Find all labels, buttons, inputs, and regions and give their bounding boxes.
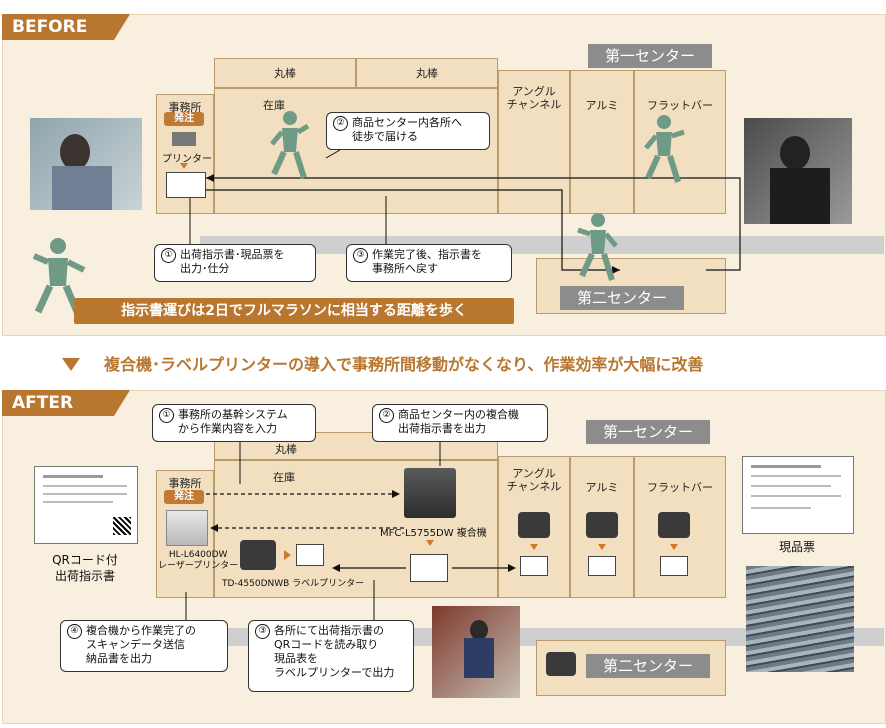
before-photo-warehouse-worker (744, 118, 852, 224)
before-printer-icon (172, 132, 196, 146)
before-bay-marubou-1-label: 丸棒 (274, 67, 296, 80)
before-callout-3: ③ 作業完了後、指示書を 事務所へ戻す (346, 244, 512, 282)
after-order-badge: 発注 (164, 490, 204, 504)
before-callout-2-text: 商品センター内各所へ 徒歩で届ける (352, 116, 462, 143)
after-bay-arrow-angle-icon (530, 544, 538, 550)
after-mfp-label: MFC-L5755DW 複合機 (380, 528, 487, 539)
middle-banner-text: 複合機･ラベルプリンターの導入で事務所間移動がなくなり、作業効率が大幅に改善 (104, 355, 704, 374)
before-bay-marubou-2: 丸棒 (356, 58, 498, 88)
before-printer-arrow-icon (180, 163, 188, 169)
after-mfp-arrow-icon (426, 540, 434, 546)
before-worker-running-icon-1 (270, 111, 310, 179)
after-callout-4-number: ④ (67, 624, 82, 639)
after-callout-3: ③ 各所にて出荷指示書の QRコードを読み取り 現品表を ラベルプリンターで出力 (248, 620, 414, 692)
before-callout-3-number: ③ (353, 248, 368, 263)
after-callout-1-number: ① (159, 408, 174, 423)
before-callout-1: ① 出荷指示書･現品票を 出力･仕分 (154, 244, 316, 282)
after-label-printer-icon (240, 540, 276, 570)
before-banner: 指示書運びは2日でフルマラソンに相当する距離を歩く (74, 298, 514, 324)
before-callout-3-text: 作業完了後、指示書を 事務所へ戻す (372, 248, 482, 275)
after-bay-sheet-angle (520, 556, 548, 576)
after-callout-3-text: 各所にて出荷指示書の QRコードを読み取り 現品表を ラベルプリンターで出力 (274, 624, 395, 679)
before-photo-office-worker (30, 118, 142, 210)
after-laser-printer-icon (166, 510, 208, 546)
after-bay-alumi-label: アルミ (585, 481, 619, 494)
after-photo-worker-scanning (432, 606, 520, 698)
after-office-label: 事務所 (168, 477, 202, 490)
after-label-sheet (296, 544, 324, 566)
after-callout-2-text: 商品センター内の複合機 出荷指示書を出力 (398, 408, 519, 435)
before-bay-alumi-label: アルミ (585, 99, 619, 112)
after-bay-flatbar-label: フラットバー (647, 481, 713, 494)
after-callout-2-number: ② (379, 408, 394, 423)
after-callout-4-text: 複合機から作業完了の スキャンデータ送信 納品書を出力 (86, 624, 196, 665)
after-bay-printer-flatbar-icon (658, 512, 690, 538)
before-bay-marubou-2-label: 丸棒 (416, 67, 438, 80)
after-laser-printer-label: HL-L6400DW レーザープリンター (158, 550, 239, 571)
before-callout-2: ② 商品センター内各所へ 徒歩で届ける (326, 112, 490, 150)
after-tag: AFTER (2, 390, 130, 416)
after-genpin-document (742, 456, 854, 534)
after-bay-printer-angle-icon (518, 512, 550, 538)
after-callout-3-number: ③ (255, 624, 270, 639)
after-bay-sheet-flatbar (660, 556, 688, 576)
before-worker-running-icon-3 (577, 213, 618, 281)
before-worker-running-icon-2 (644, 115, 685, 183)
before-bay-zaiko: 在庫 (214, 88, 498, 214)
after-bay-arrow-flatbar-icon (670, 544, 678, 550)
before-flow-lines (189, 149, 741, 274)
after-flow-lines (185, 434, 516, 624)
after-label-printer-label: TD-4550DNWB ラベルプリンター (222, 579, 365, 589)
after-bay-arrow-alumi-icon (598, 544, 606, 550)
before-office-sheet (166, 172, 206, 198)
after-genpin-caption: 現品票 (778, 540, 815, 554)
after-callout-1: ① 事務所の基幹システム から作業内容を入力 (152, 404, 316, 442)
after-mfp-sheet (410, 554, 448, 582)
after-second-center-title: 第二センター (586, 654, 710, 678)
after-qr-document-caption: QRコード付 出荷指示書 (52, 553, 118, 583)
before-bay-alumi: アルミ (570, 70, 634, 214)
middle-down-arrow-icon (62, 358, 80, 371)
after-bay-printer-alumi-icon (586, 512, 618, 538)
before-order-badge: 発注 (164, 112, 204, 126)
before-callout-1-number: ① (161, 248, 176, 263)
after-photo-steel-bars (746, 566, 854, 672)
before-tag: BEFORE (2, 14, 130, 40)
after-callout-2: ② 商品センター内の複合機 出荷指示書を出力 (372, 404, 548, 442)
after-bay-marubou-label: 丸棒 (275, 443, 297, 456)
after-qr-document (34, 466, 138, 544)
after-bay-angle-label: アングル チャンネル (506, 467, 562, 493)
before-office-label: 事務所 (168, 101, 202, 114)
after-second-center-printer-icon (546, 652, 576, 676)
after-callout-4: ④ 複合機から作業完了の スキャンデータ送信 納品書を出力 (60, 620, 228, 672)
before-bay-zaiko-label: 在庫 (263, 99, 285, 112)
before-bay-marubou-1: 丸棒 (214, 58, 356, 88)
before-printer-label: プリンター (162, 154, 212, 165)
before-first-center-title: 第一センター (588, 44, 712, 68)
after-callout-1-text: 事務所の基幹システム から作業内容を入力 (178, 408, 288, 435)
after-bay-zaiko-label: 在庫 (273, 471, 295, 484)
before-callout-1-text: 出荷指示書･現品票を 出力･仕分 (180, 248, 285, 275)
after-first-center-title: 第一センター (586, 420, 710, 444)
qr-code-icon (113, 517, 131, 535)
before-bay-flatbar-label: フラットバー (647, 99, 713, 112)
before-callout-2-number: ② (333, 116, 348, 131)
before-bay-angle-label: アングル チャンネル (506, 85, 562, 111)
after-label-arrow-icon (284, 550, 291, 560)
before-second-center-title: 第二センター (560, 286, 684, 310)
after-mfp-icon (404, 468, 456, 518)
after-bay-sheet-alumi (588, 556, 616, 576)
